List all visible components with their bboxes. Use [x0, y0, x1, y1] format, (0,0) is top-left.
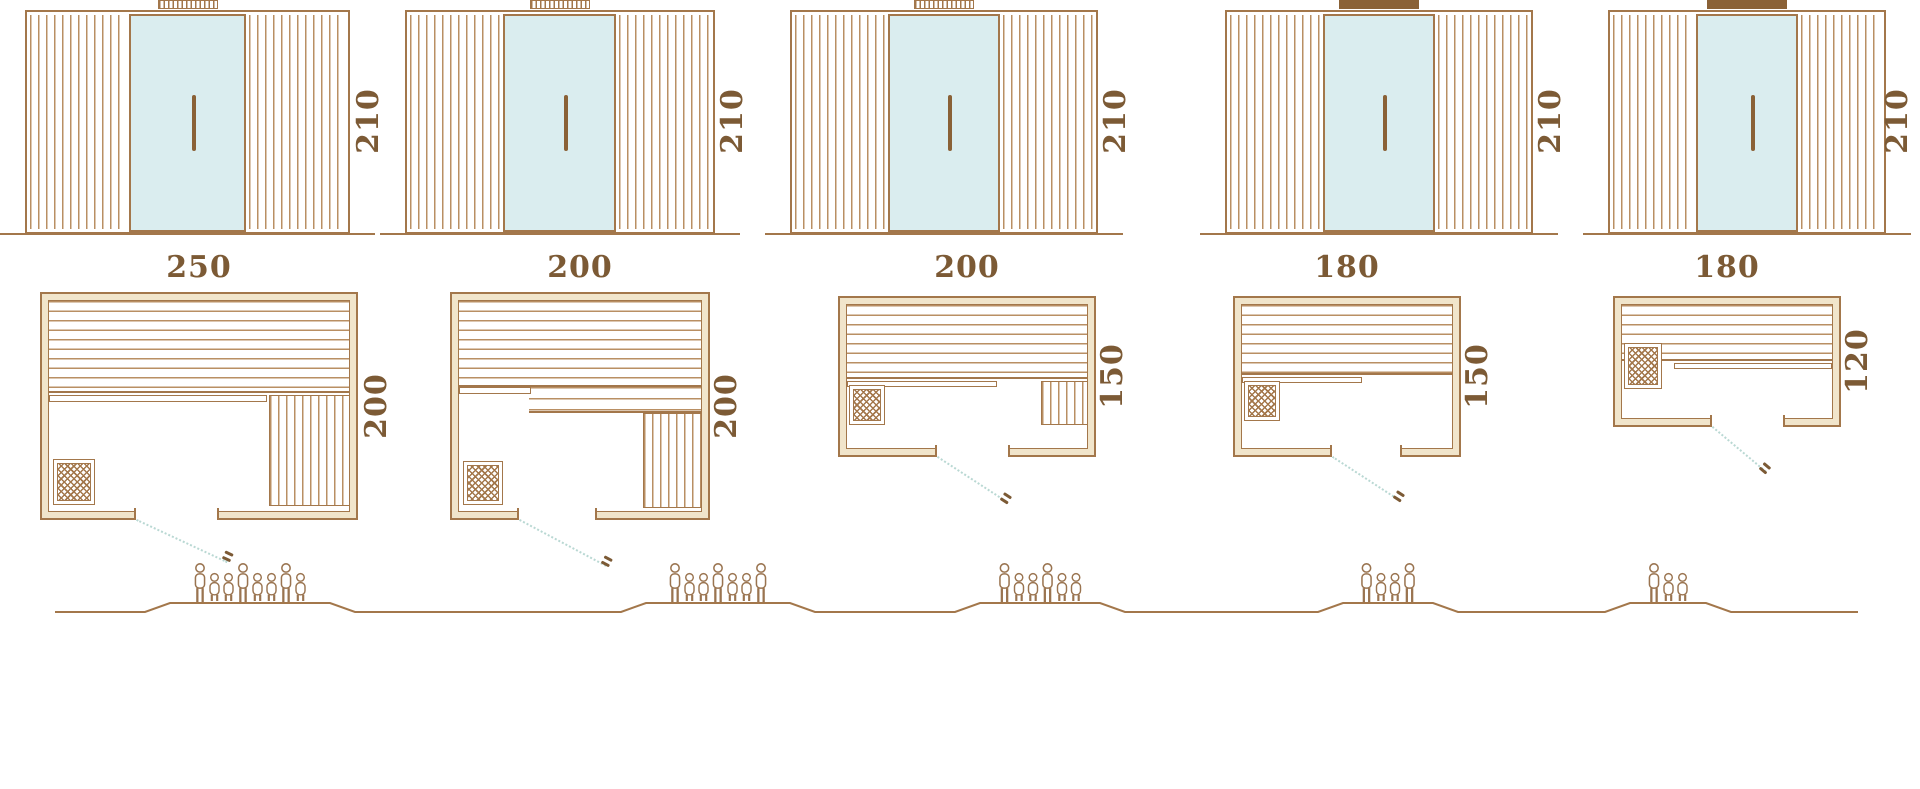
heater-guard	[463, 461, 503, 505]
door-handle-icon	[1750, 95, 1755, 151]
roof-vent-icon	[530, 0, 590, 9]
heater-icon	[57, 463, 91, 501]
door-opening	[134, 508, 219, 520]
side-bench	[643, 413, 701, 508]
depth-label: 150	[1095, 343, 1130, 409]
plan-interior	[458, 300, 702, 512]
door-opening	[517, 508, 597, 520]
plan-view	[1233, 296, 1461, 502]
heater-guard	[849, 385, 885, 425]
capacity-ground-line	[55, 602, 1858, 613]
open-door-marker	[999, 492, 1013, 506]
depth-label: 200	[359, 373, 394, 439]
elevation-view	[1225, 10, 1533, 234]
elevation-ground-line	[380, 233, 740, 235]
plan-interior	[1621, 304, 1833, 419]
elevation-view	[405, 10, 715, 234]
glass-door	[1696, 14, 1798, 232]
back-bench	[1242, 305, 1452, 375]
heater-icon	[1628, 347, 1658, 385]
bench-edge	[1674, 363, 1832, 369]
roof-vent-icon	[1707, 0, 1787, 9]
plan-view	[450, 292, 710, 567]
elevation-ground-line	[1200, 233, 1558, 235]
bench-edge	[459, 387, 531, 394]
height-label: 210	[1533, 88, 1568, 154]
door-opening	[1330, 445, 1402, 457]
roof-vent-icon	[914, 0, 974, 9]
back-bench	[49, 301, 349, 393]
width-label: 250	[166, 250, 232, 285]
width-label: 180	[1314, 250, 1380, 285]
glass-door	[888, 14, 1000, 232]
plan-view	[838, 296, 1096, 503]
door-handle-icon	[192, 95, 197, 151]
heater-guard	[53, 459, 95, 505]
heater-guard	[1624, 343, 1662, 389]
bench-edge	[49, 395, 267, 402]
back-bench	[847, 305, 1087, 379]
wood-panel-left	[410, 15, 500, 229]
back-bench	[459, 301, 701, 387]
door-swing-line	[1711, 426, 1767, 473]
depth-label: 150	[1460, 343, 1495, 409]
roof-vent-icon	[1339, 0, 1419, 9]
door-opening	[935, 445, 1010, 457]
width-label: 200	[934, 250, 1000, 285]
glass-door	[1323, 14, 1435, 232]
plan-interior	[1241, 304, 1453, 449]
door-swing-line	[136, 519, 228, 564]
door-swing-line	[1331, 456, 1401, 502]
elevation-view	[1608, 10, 1886, 234]
open-door-marker	[1758, 462, 1772, 476]
side-bench	[1041, 381, 1087, 425]
open-door-marker	[1392, 490, 1406, 504]
elevation-ground-line	[765, 233, 1123, 235]
plan-view	[40, 292, 358, 564]
plan-interior	[846, 304, 1088, 449]
width-label: 200	[547, 250, 613, 285]
glass-door	[129, 14, 246, 232]
wood-panel-left	[795, 15, 885, 229]
side-bench	[269, 395, 349, 506]
door-swing-line	[936, 456, 1007, 503]
heater-icon	[1248, 385, 1276, 417]
elevation-ground-line	[0, 233, 375, 235]
door-handle-icon	[948, 95, 953, 151]
heater-icon	[853, 389, 881, 421]
elevation-ground-line	[1583, 233, 1911, 235]
height-label: 210	[351, 88, 386, 154]
door-opening	[1710, 415, 1785, 427]
wood-panel-left	[30, 15, 126, 229]
plan-view	[1613, 296, 1841, 473]
wood-panel-right	[619, 15, 710, 229]
heater-guard	[1244, 381, 1280, 421]
height-label: 210	[1098, 88, 1133, 154]
glass-door	[503, 14, 616, 232]
width-label: 180	[1694, 250, 1760, 285]
wood-panel-right	[249, 15, 345, 229]
heater-icon	[467, 465, 499, 501]
wood-panel-right	[1801, 15, 1881, 229]
wood-panel-right	[1003, 15, 1093, 229]
elevation-view	[790, 10, 1098, 234]
wood-panel-right	[1438, 15, 1528, 229]
roof-vent-icon	[158, 0, 218, 9]
door-handle-icon	[1383, 95, 1388, 151]
plan-interior	[48, 300, 350, 512]
bench-step	[529, 387, 701, 413]
height-label: 210	[715, 88, 750, 154]
door-handle-icon	[563, 95, 568, 151]
bench-edge	[847, 381, 997, 387]
height-label: 210	[1880, 88, 1915, 154]
bench-edge	[1242, 377, 1362, 383]
depth-label: 120	[1840, 328, 1875, 394]
wood-panel-left	[1230, 15, 1320, 229]
depth-label: 200	[709, 373, 744, 439]
elevation-view	[25, 10, 350, 234]
wood-panel-left	[1613, 15, 1693, 229]
